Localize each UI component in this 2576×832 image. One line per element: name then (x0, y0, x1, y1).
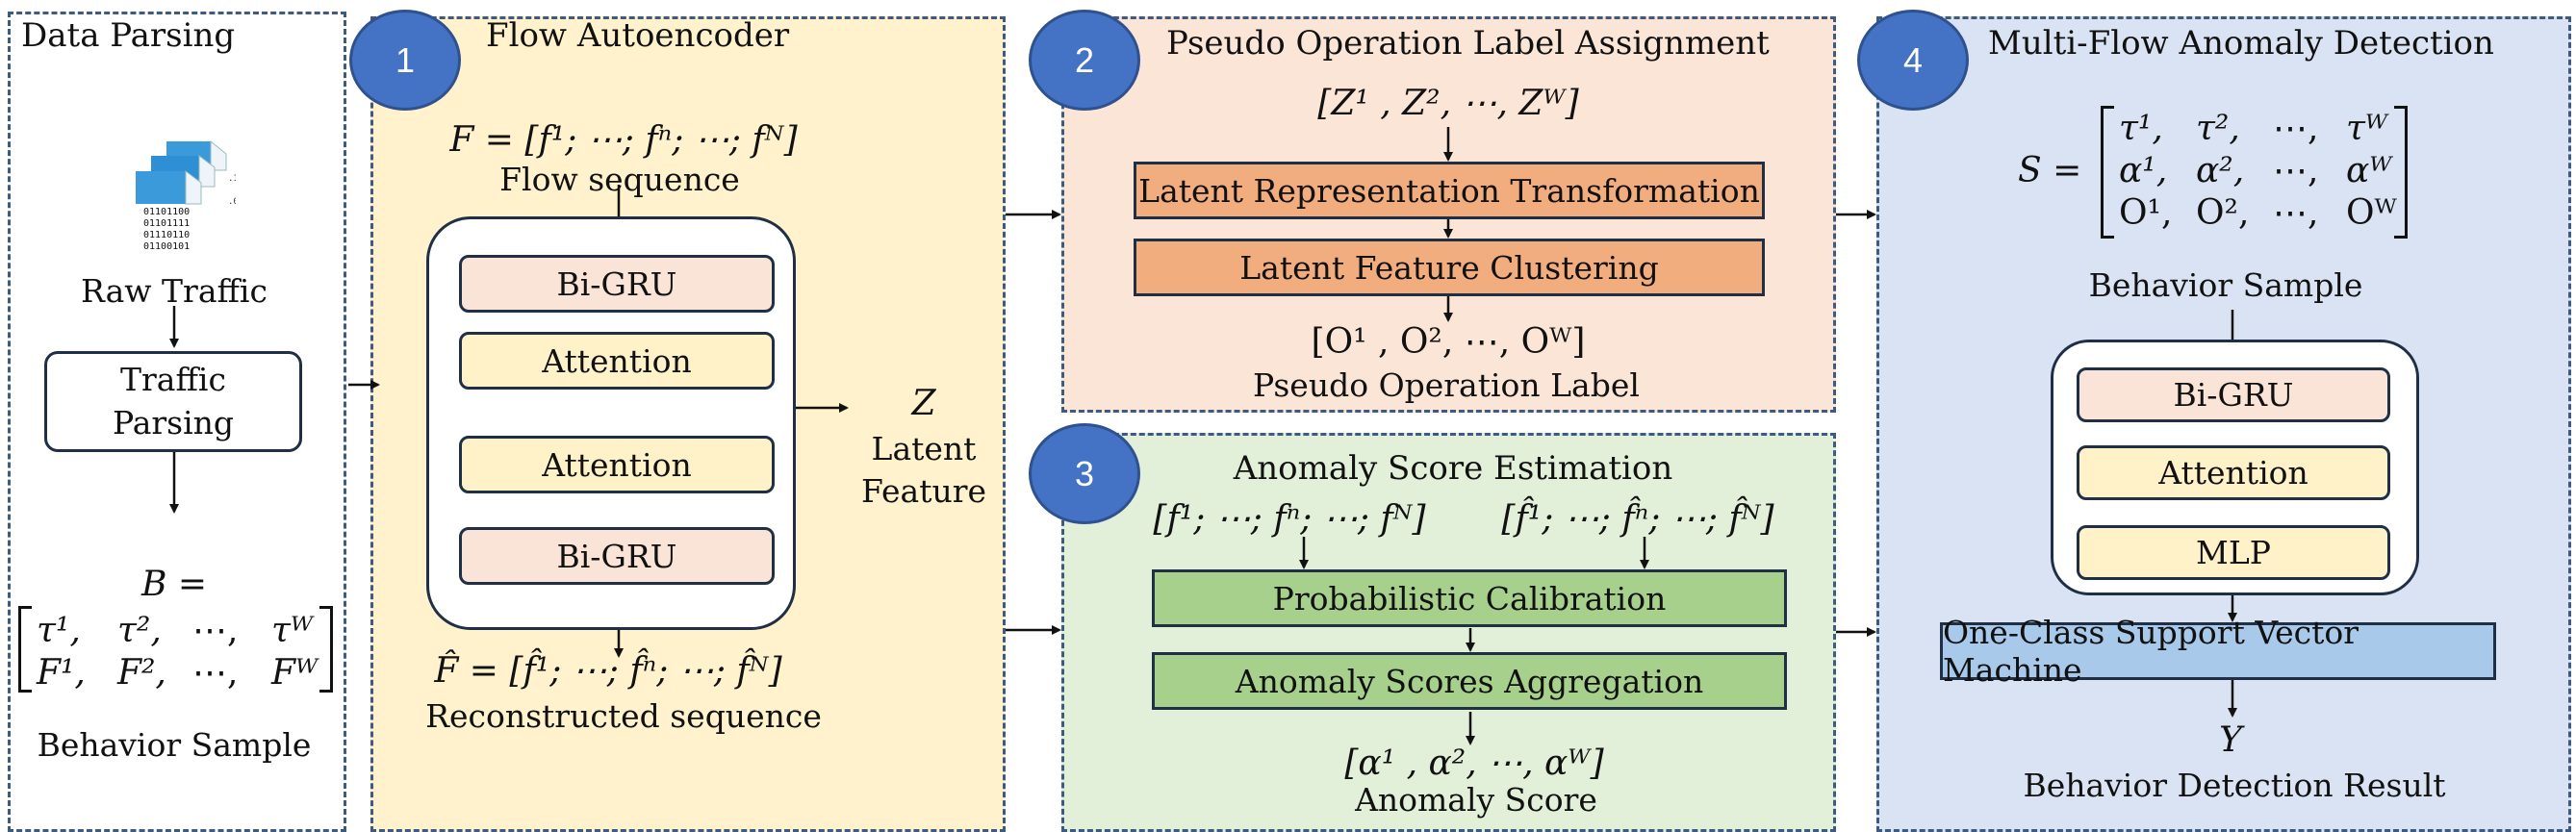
step-label: Probabilistic Calibration (1272, 579, 1667, 618)
matrix-cell: O², (2196, 193, 2250, 233)
step-label: Anomaly Scores Aggregation (1235, 662, 1704, 700)
flow-autoencoder-title: Flow Autoencoder (486, 16, 790, 55)
matrix-cell: αᵂ (2346, 151, 2392, 190)
step-number: 4 (1902, 39, 1924, 80)
raw-traffic-icon: .1 .0 01101100 01101111 01110110 0110010… (130, 137, 239, 262)
b-equation: B = (140, 565, 208, 604)
anomaly-score-panel (1061, 433, 1836, 832)
binary-line: 01101100 (143, 207, 191, 217)
bi-gru-decoder-layer: Bi-GRU (459, 527, 775, 585)
flow-sequence-label: Flow sequence (499, 161, 740, 198)
step-number: 2 (1074, 39, 1095, 80)
layer-label: MLP (2196, 534, 2271, 571)
latent-feature-clustering-box: Latent Feature Clustering (1134, 239, 1765, 296)
matrix-cell: τ¹, (37, 611, 81, 650)
svg-text:.1: .1 (228, 174, 236, 184)
anomaly-score-output-equation: [α¹ , α², ⋯, αᵂ] (1344, 744, 1604, 783)
pseudo-operation-label: Pseudo Operation Label (1253, 366, 1640, 404)
y-symbol: Y (2219, 720, 2242, 760)
step-4-badge: 4 (1857, 10, 1969, 111)
layer-label: Attention (542, 341, 692, 380)
traffic-parsing-label: Traffic Parsing (112, 360, 235, 441)
layer-label: Attention (2158, 454, 2308, 492)
matrix-cell: ⋯, (192, 653, 239, 693)
pseudo-label-title: Pseudo Operation Label Assignment (1166, 24, 1770, 63)
reconstructed-flow-equation: [f̂¹; ⋯; f̂ⁿ; ⋯; f̂ᴺ] (1501, 499, 1774, 539)
latent-label: Latent (871, 430, 977, 467)
latent-representation-transformation-box: Latent Representation Transformation (1134, 162, 1765, 219)
feature-label: Feature (860, 472, 987, 510)
attention-decoder-layer: Attention (459, 436, 775, 493)
s-equation: S = (2018, 151, 2082, 190)
pseudo-label-output-equation: [O¹ , O², ⋯, Oᵂ] (1311, 322, 1586, 362)
matrix-cell: ⋯, (192, 611, 239, 650)
layer-label: Attention (542, 445, 692, 484)
ocsvm-box: One-Class Support Vector Machine (1940, 614, 2496, 689)
reconstructed-sequence-label: Reconstructed sequence (425, 697, 822, 735)
anomaly-score-title: Anomaly Score Estimation (1233, 449, 1673, 488)
matrix-cell: Oᵂ (2346, 193, 2397, 233)
latent-input-equation: [Z¹ , Z², ⋯, Zᵂ] (1317, 84, 1579, 123)
step-number: 3 (1074, 453, 1095, 493)
matrix-cell: ⋯, (2273, 151, 2319, 190)
matrix-cell: τ¹, (2119, 109, 2163, 148)
bi-gru-detector-layer: Bi-GRU (2077, 367, 2390, 422)
matrix-cell: F¹, (37, 653, 86, 693)
matrix-cell: Fᵂ (271, 653, 319, 693)
matrix-cell: O¹, (2119, 193, 2173, 233)
matrix-cell: F², (117, 653, 166, 693)
flow-equation: F = [f¹; ⋯; fⁿ; ⋯; fᴺ] (449, 120, 798, 160)
step-1-badge: 1 (349, 10, 461, 111)
attention-detector-layer: Attention (2077, 445, 2390, 500)
behavior-sample-label: Behavior Sample (37, 726, 312, 764)
layer-label: Bi-GRU (556, 265, 677, 303)
reconstruction-equation: F̂ = [f̂¹; ⋯; f̂ⁿ; ⋯; f̂ᴺ] (434, 651, 782, 691)
step-label: Latent Feature Clustering (1239, 248, 1659, 287)
behavior-detection-result-label: Behavior Detection Result (2023, 767, 2446, 804)
detection-behavior-sample-label: Behavior Sample (2088, 266, 2363, 304)
matrix-bracket-right (2394, 106, 2408, 239)
step-label: Latent Representation Transformation (1138, 171, 1760, 210)
data-parsing-title: Data Parsing (21, 16, 236, 55)
matrix-cell: τᵂ (2346, 109, 2388, 148)
mlp-detector-layer: MLP (2077, 525, 2390, 580)
probabilistic-calibration-box: Probabilistic Calibration (1152, 569, 1787, 627)
step-2-badge: 2 (1029, 10, 1140, 111)
matrix-bracket-left (2101, 106, 2114, 239)
ocsvm-label: One-Class Support Vector Machine (1943, 614, 2359, 689)
step-number: 1 (395, 39, 416, 80)
matrix-cell: τ², (117, 611, 162, 650)
layer-label: Bi-GRU (2173, 376, 2294, 414)
attention-encoder-layer: Attention (459, 332, 775, 390)
traffic-parsing-box: Traffic Parsing (44, 351, 302, 452)
binary-line: 01101111 (143, 218, 191, 229)
raw-traffic-label: Raw Traffic (81, 272, 268, 310)
anomaly-score-label: Anomaly Score (1355, 781, 1597, 819)
matrix-bracket-left (18, 606, 32, 693)
matrix-cell: α², (2196, 151, 2245, 190)
binary-line: 01110110 (143, 230, 191, 240)
anomaly-scores-aggregation-box: Anomaly Scores Aggregation (1152, 652, 1787, 710)
step-3-badge: 3 (1029, 423, 1140, 524)
svg-text:.0: .0 (228, 197, 236, 207)
layer-label: Bi-GRU (556, 537, 677, 575)
matrix-bracket-right (319, 606, 333, 693)
bi-gru-encoder-layer: Bi-GRU (459, 255, 775, 313)
matrix-cell: ⋯, (2273, 193, 2319, 233)
binary-line: 01100101 (143, 241, 191, 252)
matrix-cell: τᵂ (271, 611, 314, 650)
matrix-cell: ⋯, (2273, 109, 2319, 148)
original-flow-equation: [f¹; ⋯; fⁿ; ⋯; fᴺ] (1153, 499, 1426, 539)
matrix-cell: α¹, (2119, 151, 2168, 190)
latent-symbol: Z (911, 384, 936, 423)
detection-title: Multi-Flow Anomaly Detection (1988, 24, 2494, 63)
matrix-cell: τ², (2196, 109, 2240, 148)
